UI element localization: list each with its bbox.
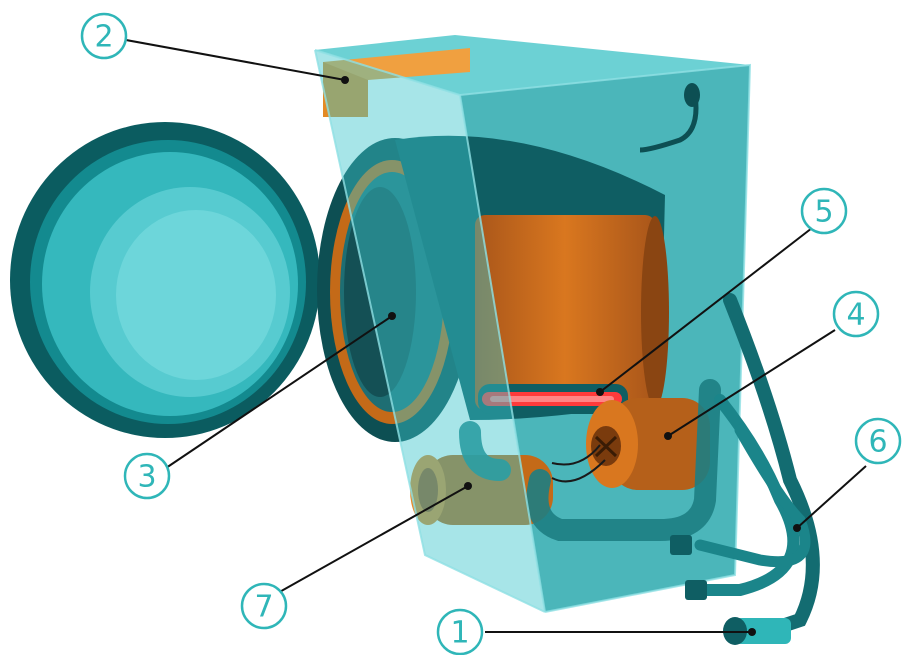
motor [410, 444, 606, 525]
callout-4: 4 [832, 290, 880, 338]
door [10, 122, 320, 438]
callout-7: 7 [240, 582, 288, 630]
top-wire [639, 94, 699, 153]
callout-5-label: 5 [814, 195, 833, 230]
vent-box [323, 48, 470, 117]
callout-5: 5 [800, 187, 848, 235]
callout-2-label: 2 [94, 20, 113, 55]
callout-3: 3 [123, 452, 171, 500]
callout-4-label: 4 [846, 298, 865, 333]
duct-hose [459, 379, 721, 541]
callout-6: 6 [854, 417, 902, 465]
blower [586, 398, 710, 490]
callout-2: 2 [80, 12, 128, 60]
heating-element [478, 384, 628, 414]
callout-6-label: 6 [868, 425, 887, 460]
callout-3-label: 3 [137, 460, 156, 495]
callout-7-label: 7 [254, 590, 273, 625]
callout-1-label: 1 [450, 616, 469, 651]
drum [395, 135, 669, 420]
callout-1: 1 [436, 608, 484, 655]
power-cords [670, 293, 820, 645]
leader-lines [125, 39, 867, 636]
